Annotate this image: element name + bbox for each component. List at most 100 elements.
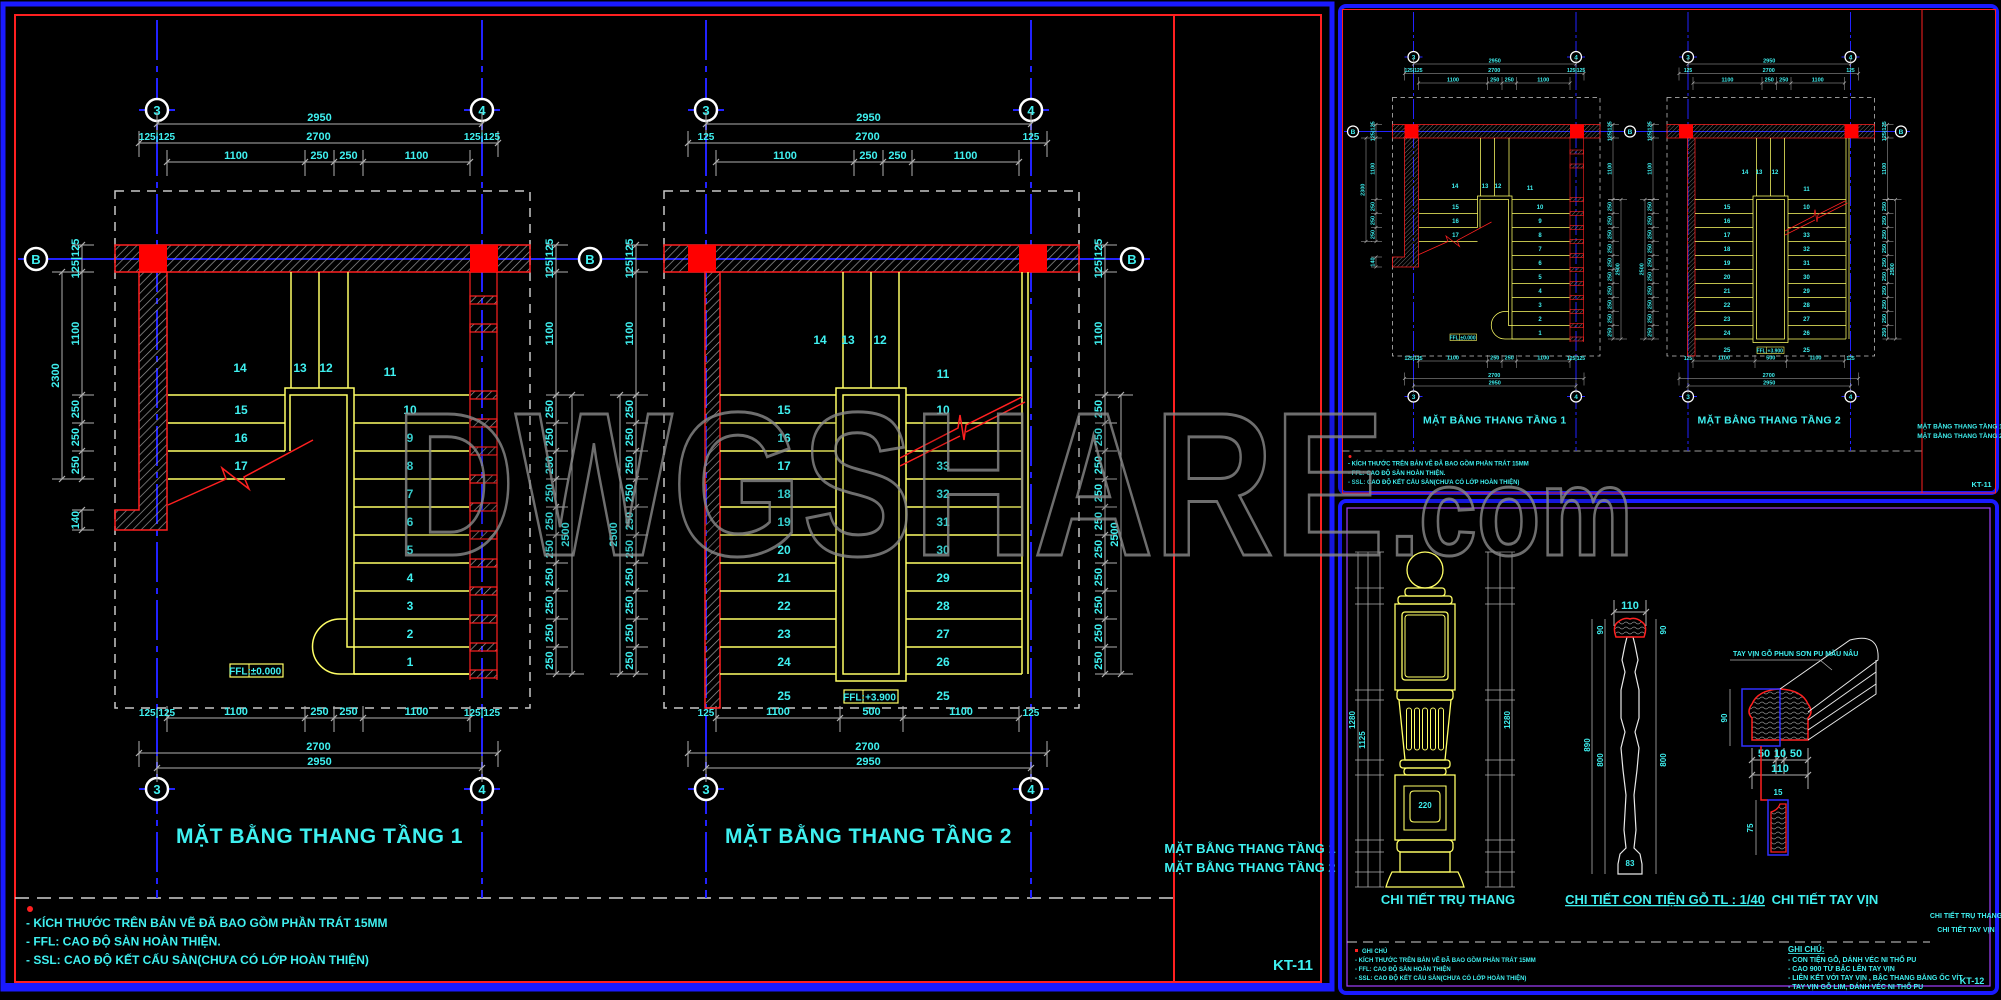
grid-bubble-label: 3 xyxy=(702,103,709,118)
dim-bottom-edge-left: 125|125 xyxy=(139,708,176,719)
dimension-tick xyxy=(899,714,907,722)
dimension-text: 1280 xyxy=(1348,711,1357,729)
step-number: 8 xyxy=(407,459,414,473)
handrail-note: TAY VỊN GỖ PHUN SƠN PU MẦU NÂU xyxy=(1733,648,1858,658)
grid-bubble-label: 4 xyxy=(478,103,486,118)
dimension-text: 250 xyxy=(339,150,357,162)
baluster-post-section xyxy=(469,418,498,428)
dimension-text: 1100 xyxy=(1093,322,1105,346)
dimension-text: 250 xyxy=(544,484,556,502)
handrail-connector-line xyxy=(1760,746,1768,801)
ffl-level-tag: FFL:+3.900 xyxy=(843,689,899,704)
dimension-text: 250 xyxy=(70,400,82,418)
dimension-tick xyxy=(359,714,367,722)
dimension-tick xyxy=(466,714,474,722)
dimension-text: 125|125 xyxy=(70,239,82,279)
note-line: - SSL: CAO ĐỘ KẾT CẤU SÀN(CHƯA CÓ LỚP HO… xyxy=(1355,974,1526,982)
dimension-tick xyxy=(632,531,640,539)
dimension-tick xyxy=(1780,756,1788,764)
dim-top-edge-right: 125|125 xyxy=(464,132,501,143)
dimension-tick xyxy=(1027,764,1035,772)
grid-bubble-label: B xyxy=(1127,252,1136,267)
dimension-text: 75 xyxy=(1746,823,1755,832)
dimension-text: 125|125 xyxy=(624,239,636,279)
post-flute xyxy=(1406,707,1412,751)
step-number: 24 xyxy=(777,655,791,669)
step-number: 20 xyxy=(777,543,791,557)
dimension-tick xyxy=(552,447,560,455)
dimension-text: 250 xyxy=(339,706,357,718)
stair-central-stringer-outer xyxy=(284,387,355,674)
dimension-text: 250 xyxy=(544,624,556,642)
handrail-extrusion-line xyxy=(1807,671,1877,721)
dimension-tick xyxy=(301,158,309,166)
dimension-tick xyxy=(1043,749,1051,757)
dimension-text: 250 xyxy=(544,540,556,558)
dimension-tick xyxy=(1748,756,1756,764)
column-right xyxy=(470,245,498,272)
leader-line xyxy=(1819,659,1833,671)
dimension-tick xyxy=(1610,608,1618,616)
step-number: 11 xyxy=(384,365,397,379)
baluster-profile xyxy=(1617,636,1643,875)
dimension-tick xyxy=(78,526,86,534)
grid-bubble-label: 4 xyxy=(1027,782,1035,797)
dimension-tick xyxy=(1101,615,1109,623)
step-number: 17 xyxy=(234,459,248,473)
dimension-tick xyxy=(712,714,720,722)
dimension-tick xyxy=(552,559,560,567)
dimension-tick xyxy=(850,158,858,166)
plan-title: MẶT BẰNG THANG TẦNG 1 xyxy=(176,824,463,848)
sheet-code: KT-12 xyxy=(1960,976,1985,986)
ffl-label: FFL: xyxy=(843,693,865,704)
break-line xyxy=(167,439,314,506)
column-left xyxy=(139,245,167,272)
dimension-text: 10 xyxy=(1774,748,1786,760)
notes-heading: GHI CHÚ xyxy=(1362,948,1387,955)
handrail-extrusion-line xyxy=(1807,660,1877,741)
dimension-tick xyxy=(1101,268,1109,276)
note-line: - LIÊN KẾT VỚI TAY VỊN , BẬC THANG BẰNG … xyxy=(1788,972,1963,982)
dimension-tick xyxy=(58,475,66,483)
dimension-tick xyxy=(552,391,560,399)
handrail-section-head xyxy=(1613,617,1647,638)
step-number: 29 xyxy=(936,571,950,585)
dimension-text: 2700 xyxy=(855,131,879,143)
handrail-small-profile xyxy=(1770,803,1787,853)
step-number: 14 xyxy=(233,361,247,375)
post-flute xyxy=(1422,707,1428,751)
dimension-tick xyxy=(632,503,640,511)
dimension-tick xyxy=(359,158,367,166)
dimension-tick xyxy=(684,139,692,147)
dimension-tick xyxy=(632,559,640,567)
dimension-tick xyxy=(702,120,710,128)
step-number: 2 xyxy=(407,627,414,641)
handrail-small-outline-box xyxy=(1767,799,1789,856)
grid-bubble-label: B xyxy=(585,252,594,267)
dimension-tick xyxy=(632,268,640,276)
dim-left-foot: 140 xyxy=(70,506,94,534)
dimension-text: 250 xyxy=(1093,596,1105,614)
dimension-tick xyxy=(330,714,338,722)
dimension-text: 2500 xyxy=(608,522,620,546)
note-line: - KÍCH THƯỚC TRÊN BẢN VẼ ĐÃ BAO GỒM PHẦN… xyxy=(26,915,388,930)
dimension-text: 2950 xyxy=(856,756,880,768)
dim-left-total: 2500 xyxy=(608,391,632,678)
dimension-text: 2700 xyxy=(306,741,330,753)
dimension-tick xyxy=(552,475,560,483)
detail-title: CHI TIẾT CON TIỆN GỖ TL : 1/40 xyxy=(1565,892,1765,907)
note-marker-icon xyxy=(27,906,33,912)
grid-bubble-label: 3 xyxy=(153,782,160,797)
detail-title: CHI TIẾT TAY VỊN xyxy=(1772,892,1879,907)
dimension-text: 250 xyxy=(624,400,636,418)
step-number: 33 xyxy=(936,459,950,473)
baluster-post-section xyxy=(469,446,498,456)
